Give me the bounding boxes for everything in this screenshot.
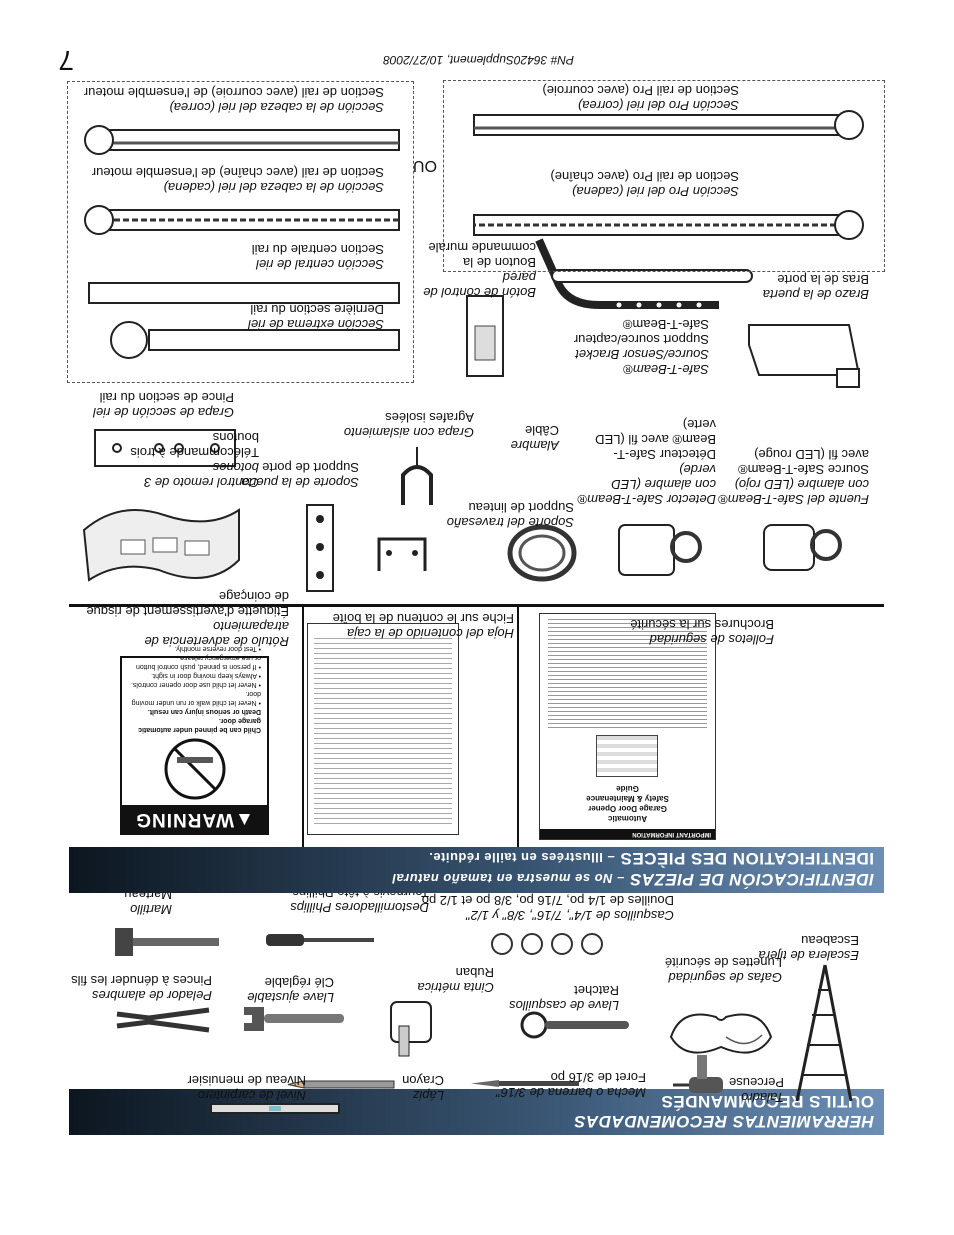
door-arm-icon <box>535 238 719 309</box>
door-arm-straight-icon <box>551 269 753 283</box>
level-icon <box>210 1103 340 1114</box>
tape-measure-icon <box>390 1001 432 1057</box>
hammer-icon <box>115 928 219 956</box>
chain-head-label: Sección de la cabeza del riel (cadena) S… <box>91 165 384 195</box>
remote-label: Control remoto de 3 botones Télécommande… <box>130 430 259 490</box>
warning-text: Child can be pinned under automatic gara… <box>130 645 261 733</box>
safety-booklet: IMPORTANT INFORMATION Automatic Garage D… <box>539 613 716 840</box>
staples-label: Grapa con aislamiento Agrafes isolées <box>343 410 474 440</box>
booklet-title: Automatic Garage Door Opener Safety & Ma… <box>586 784 669 823</box>
screwdriver-icon <box>266 934 374 946</box>
adjustable-wrench-icon <box>244 1007 344 1031</box>
child-pinned-icon <box>164 738 226 800</box>
wire-coil-icon <box>507 524 577 582</box>
wire-label: Alambre Câble <box>510 423 559 453</box>
part-number: PN# 36420Supplement, 10/27/2008 <box>383 53 574 67</box>
page-number: 7 <box>58 45 74 76</box>
strippers-label: Pelador de alambres Pinces à dénuder les… <box>71 973 212 1003</box>
belt-head-label: Sección de la cabeza del riel (correa) S… <box>83 85 384 115</box>
door-arm-label: Brazo de la puerta Bras de la porte <box>762 272 869 302</box>
sockets-icon <box>491 933 603 955</box>
tape-label: Cinta métrica Ruban <box>417 965 494 995</box>
booklet-garage-image <box>596 735 659 777</box>
safety-goggles-icon <box>669 1013 773 1054</box>
parts-header-es: IDENTIFICACIÓN DE PIEZAS – No se muestra… <box>391 870 874 889</box>
pencil-label: Lápiz Crayon <box>402 1073 444 1103</box>
belt-rail-head-icon <box>84 125 400 155</box>
header-bracket-part-icon <box>377 537 427 571</box>
contents-sheet <box>307 623 459 835</box>
wrench-label: Llave ajustable Clé réglable <box>247 975 334 1005</box>
sensor-bracket-icon <box>748 324 861 388</box>
safety-booklets-label: Folletos de seguridad Brochures sur la s… <box>630 617 774 647</box>
center-rail-section-icon <box>88 282 400 304</box>
chain-rail-head-icon <box>84 205 400 235</box>
warning-heading: ▲WARNING <box>122 805 267 833</box>
divider-right <box>302 607 304 847</box>
rail-clip-label: Grapa de sección de riel Pince de sectio… <box>93 390 234 420</box>
level-label: Nivel de carpintero Niveau de menuisier <box>187 1073 306 1103</box>
source-label: Fuente del Safe-T-Beam® con alambre (LED… <box>718 447 869 507</box>
sockets-label: Casquillos de 1/4", 7/16", 3/8" y 1/2" D… <box>421 893 674 923</box>
booklet-header: IMPORTANT INFORMATION <box>540 829 715 839</box>
parts-header-fr: IDENTIFICATION DES PIÈCES – Illustrées e… <box>428 849 874 868</box>
safe-t-beam-source-icon <box>763 524 842 571</box>
entrapment-warning-card: ▲WARNING Child can be pinned under autom… <box>120 645 269 835</box>
drill-icon <box>673 1055 723 1093</box>
safe-t-beam-detector-icon <box>618 524 702 576</box>
door-bracket-icon <box>306 504 334 592</box>
rail-clip-icon <box>94 429 236 467</box>
header-bracket-label: Soporte del travesaño Support de linteau <box>446 500 574 530</box>
parts-header-band: IDENTIFICACIÓN DE PIEZAS – No se muestra… <box>69 847 884 893</box>
ladder-illustration <box>795 964 853 1102</box>
pro-belt-label: Sección Pro del riel (correa) Section de… <box>542 83 739 113</box>
tools-header-es: HERRAMIENTAS RECOMENDADAS <box>573 1112 874 1131</box>
end-rail-section-icon <box>110 321 400 359</box>
end-rail-label: Sección extrema de riel Dernière section… <box>248 302 384 332</box>
pro-belt-rail-icon <box>473 110 864 140</box>
ladder-label: Escalera de tijera Escabeau <box>758 933 859 963</box>
pencil-icon <box>287 1080 395 1089</box>
pro-chain-rail-icon <box>473 210 864 240</box>
detector-label: Detector Safe-T-Beam® con alambre (LED v… <box>577 417 716 507</box>
pro-chain-label: Sección Pro del riel (cadena) Section de… <box>550 169 739 199</box>
sensor-bracket-label: Safe-T-Beam® Source/Sensor Bracket Suppo… <box>573 317 709 377</box>
wall-control-icon <box>466 295 504 377</box>
ratchet-icon <box>520 1011 629 1039</box>
ratchet-label: Llave de casquillos Ratchet <box>509 983 619 1013</box>
center-rail-label: Sección central de riel Section centrale… <box>251 242 384 272</box>
remote-control-icon <box>82 508 240 582</box>
divider-left <box>517 607 519 847</box>
or-label: OU <box>413 157 437 174</box>
drill-bit-icon <box>471 1080 579 1087</box>
contents-sheet-label: Hoja del contenido de la caja Fiche sur … <box>332 611 514 641</box>
drill-label: Taladro Perceuse <box>729 1075 784 1105</box>
wire-stripper-icon <box>116 1007 210 1033</box>
drill-bit-label: Mecha o barrena de 3/16" Foret de 3/16 p… <box>496 1070 646 1100</box>
insulated-staple-icon <box>401 447 433 505</box>
